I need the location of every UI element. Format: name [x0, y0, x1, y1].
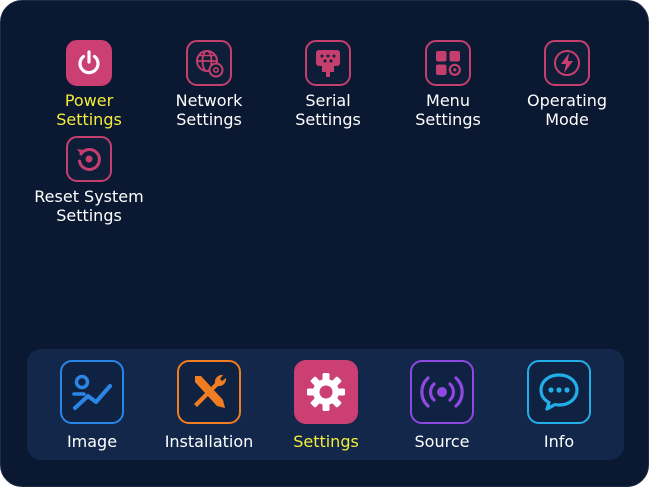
- power-icon: [66, 40, 112, 86]
- gear-icon: [294, 360, 358, 424]
- dock-item-label: Source: [414, 432, 470, 451]
- dock-item-label: Info: [543, 432, 575, 451]
- network-globe-gear-icon: [186, 40, 232, 86]
- serial-port-icon: [305, 40, 351, 86]
- broadcast-icon: [410, 360, 474, 424]
- dock-item-label: Image: [66, 432, 118, 451]
- dock-item-installation[interactable]: Installation: [149, 360, 269, 451]
- reset-icon: [66, 136, 112, 182]
- dock-item-settings[interactable]: Settings: [266, 360, 386, 451]
- menu-item-serial-settings[interactable]: Serial Settings: [273, 40, 383, 129]
- menu-item-network-settings[interactable]: Network Settings: [154, 40, 264, 129]
- dock-item-image[interactable]: Image: [32, 360, 152, 451]
- menu-item-menu-settings[interactable]: Menu Settings: [393, 40, 503, 129]
- image-chart-icon: [60, 360, 124, 424]
- menu-item-operating-mode[interactable]: Operating Mode: [512, 40, 622, 129]
- dock-item-source[interactable]: Source: [382, 360, 502, 451]
- chat-bubble-icon: [527, 360, 591, 424]
- lightning-icon: [544, 40, 590, 86]
- menu-item-label: Menu Settings: [415, 91, 481, 129]
- dock-item-label: Settings: [293, 432, 359, 451]
- menu-item-label: Operating Mode: [527, 91, 607, 129]
- dock-item-label: Installation: [164, 432, 254, 451]
- menu-item-label: Serial Settings: [295, 91, 361, 129]
- menu-grid-gear-icon: [425, 40, 471, 86]
- main-dock: Image Installation: [27, 349, 624, 460]
- menu-item-power-settings[interactable]: Power Settings: [34, 40, 144, 129]
- menu-item-label: Reset System Settings: [34, 187, 144, 225]
- dock-item-info[interactable]: Info: [499, 360, 619, 451]
- menu-item-label: Network Settings: [175, 91, 243, 129]
- menu-item-label: Power Settings: [56, 91, 122, 129]
- tools-icon: [177, 360, 241, 424]
- menu-item-reset-system-settings[interactable]: Reset System Settings: [34, 136, 144, 225]
